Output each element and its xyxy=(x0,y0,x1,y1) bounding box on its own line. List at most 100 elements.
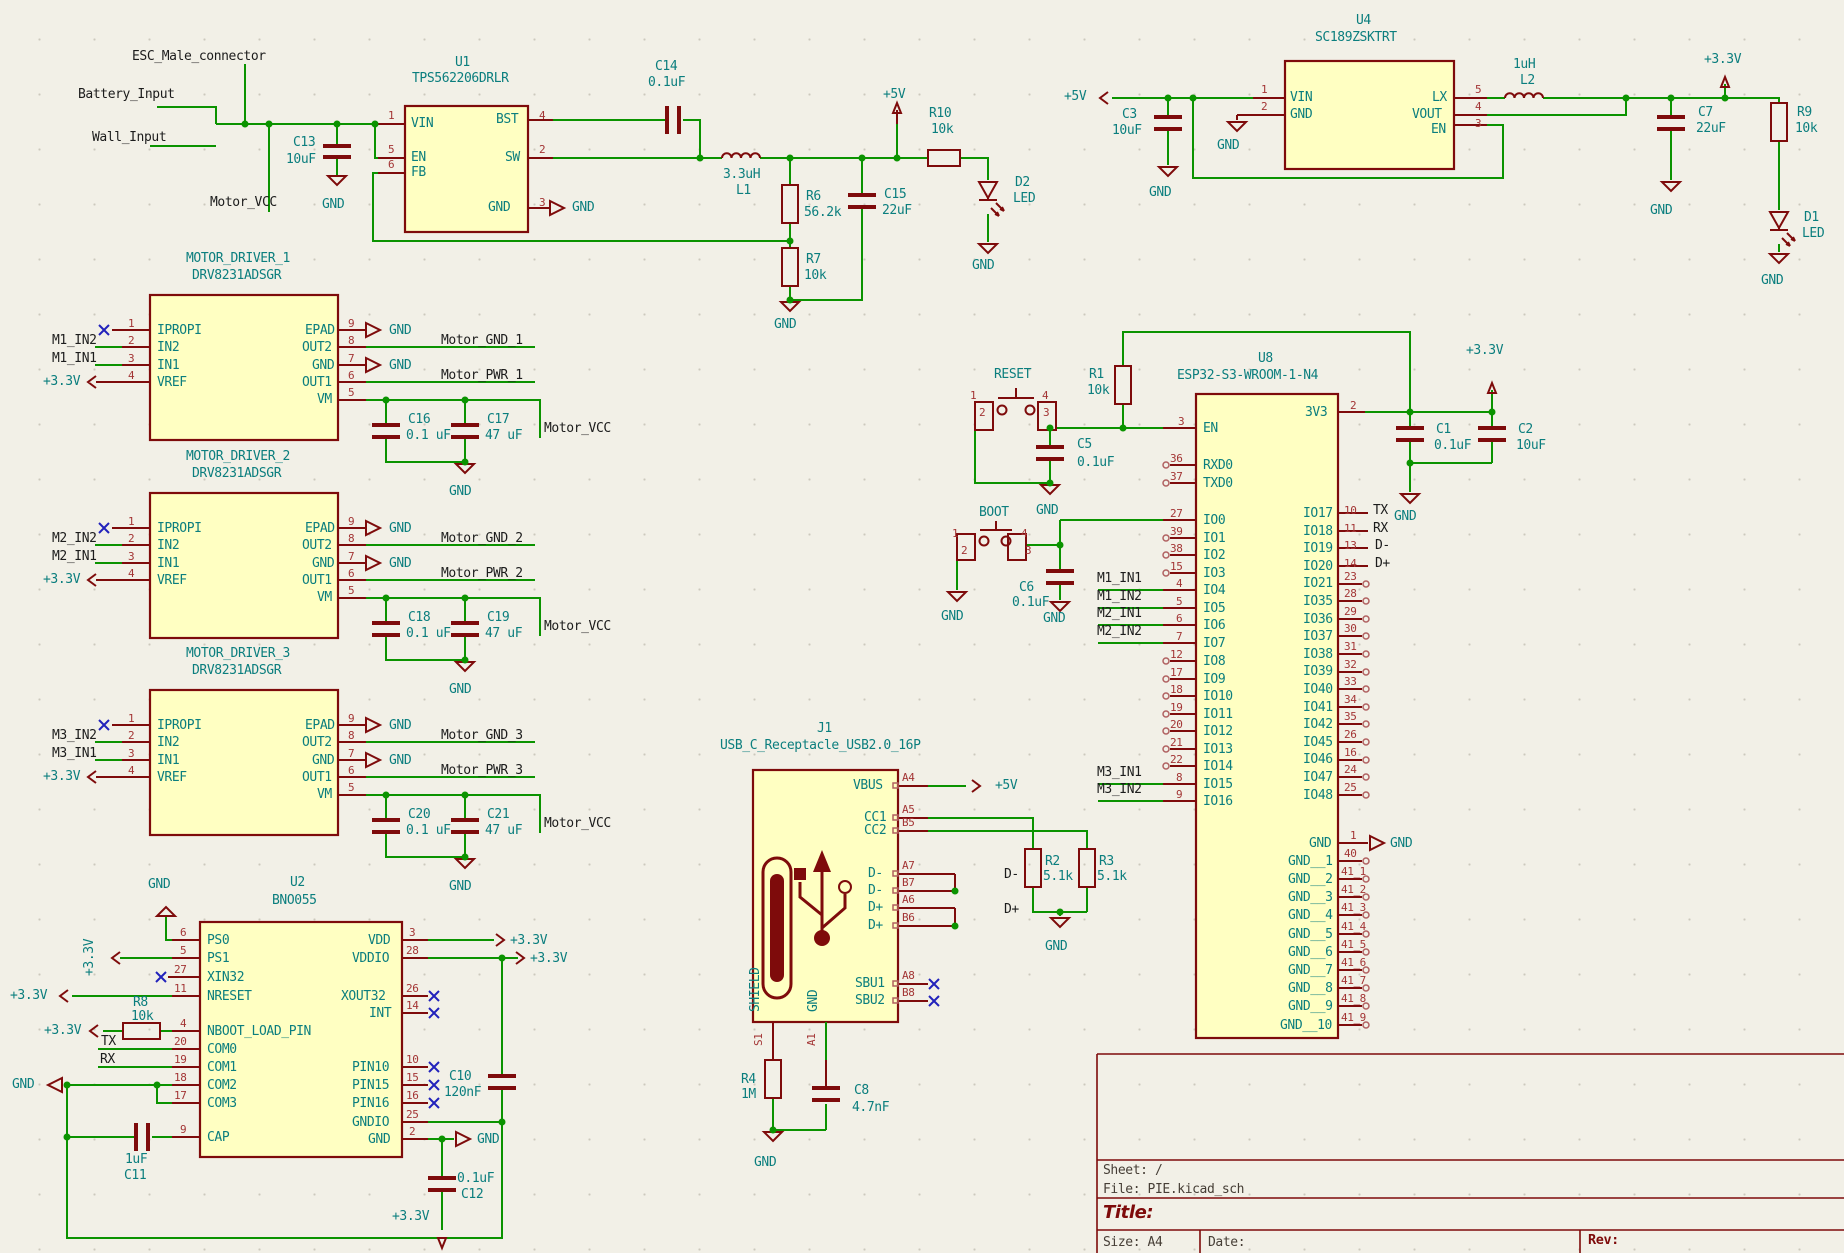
c16-value: 0.1 uF xyxy=(406,428,451,443)
md1-num-6: 6 xyxy=(348,369,355,382)
r7-symbol[interactable] xyxy=(781,247,799,287)
reset-button[interactable] xyxy=(974,388,1057,431)
u8-numr-13: 13 xyxy=(1344,539,1357,552)
c6-ref: C6 xyxy=(1019,580,1034,595)
u8-pin-io10: IO10 xyxy=(1203,689,1233,704)
md3-pin-ipropi: IPROPI xyxy=(157,718,202,733)
u8-pin-io6: IO6 xyxy=(1203,618,1226,633)
l1-symbol[interactable] xyxy=(721,152,761,159)
c15-symbol[interactable] xyxy=(848,193,876,209)
c17-symbol[interactable] xyxy=(451,423,479,439)
l2-symbol[interactable] xyxy=(1504,92,1544,99)
c11-symbol[interactable] xyxy=(134,1123,150,1151)
r4-symbol[interactable] xyxy=(764,1059,782,1099)
u2-body[interactable] xyxy=(198,920,404,1159)
c14-symbol[interactable] xyxy=(665,106,681,134)
c20-symbol[interactable] xyxy=(372,818,400,834)
c16-symbol[interactable] xyxy=(372,423,400,439)
d2-symbol[interactable] xyxy=(977,181,1005,217)
c21-symbol[interactable] xyxy=(451,818,479,834)
u2-pin-xin32: XIN32 xyxy=(207,970,245,985)
r8-symbol[interactable] xyxy=(122,1022,161,1040)
u4-value: SC189ZSKTRT xyxy=(1315,30,1397,45)
r10-symbol[interactable] xyxy=(927,149,961,167)
md2-motor-vcc: Motor_VCC xyxy=(544,619,611,634)
u1-body[interactable] xyxy=(403,104,530,234)
md2-m2in1: M2_IN1 xyxy=(52,549,97,564)
md1-pin-out1: OUT1 xyxy=(302,375,332,390)
r7-ref: R7 xyxy=(806,252,821,267)
c12-symbol[interactable] xyxy=(428,1176,456,1192)
u8-pin-io14: IO14 xyxy=(1203,759,1233,774)
u4-pin-gnd: GND xyxy=(1290,107,1313,122)
u2-pin-gnd: GND xyxy=(368,1132,391,1147)
c10-value: 120nF xyxy=(444,1085,482,1100)
d1-gnd-symbol xyxy=(1767,253,1791,265)
c11-ref: C11 xyxy=(124,1168,147,1183)
u8-numr-31: 31 xyxy=(1344,640,1357,653)
md1-pin-vref: VREF xyxy=(157,375,187,390)
tb-title: Title: xyxy=(1103,1202,1154,1223)
c10-symbol[interactable] xyxy=(488,1074,516,1090)
md2-value: DRV8231ADSGR xyxy=(192,466,282,481)
md3-gnd-7: GND xyxy=(389,753,412,768)
c18-symbol[interactable] xyxy=(372,621,400,637)
c5-symbol[interactable] xyxy=(1036,445,1064,461)
boot-button[interactable] xyxy=(956,521,1027,561)
u8-body[interactable] xyxy=(1194,392,1340,1040)
c1-symbol[interactable] xyxy=(1396,426,1424,442)
r1-symbol[interactable] xyxy=(1114,365,1132,405)
reset-label: RESET xyxy=(994,367,1032,382)
md1-num-8: 8 xyxy=(348,334,355,347)
r6-symbol[interactable] xyxy=(781,184,799,224)
r3-symbol[interactable] xyxy=(1078,848,1096,888)
u2-pin-vddio: VDDIO xyxy=(352,951,390,966)
u1-gnd-flag: GND xyxy=(572,200,595,215)
md3-pin-gnd: GND xyxy=(312,753,335,768)
c8-symbol[interactable] xyxy=(812,1086,840,1102)
u8-pin-io3: IO3 xyxy=(1203,566,1226,581)
motor-driver-1-body[interactable] xyxy=(148,293,340,442)
c13-symbol[interactable] xyxy=(323,144,351,159)
j1-pin-dm-a: D- xyxy=(868,866,883,881)
md1-pin-vm: VM xyxy=(317,392,332,407)
c6-symbol[interactable] xyxy=(1046,569,1074,585)
c19-symbol[interactable] xyxy=(451,621,479,637)
u8-numl-20: 20 xyxy=(1170,718,1183,731)
c3-symbol[interactable] xyxy=(1154,115,1182,131)
r2-symbol[interactable] xyxy=(1024,848,1042,888)
md3-cap-gnd: GND xyxy=(449,879,472,894)
u2-gnd-pin2: GND xyxy=(477,1132,500,1147)
c6-gnd-symbol xyxy=(1048,601,1072,613)
r9-symbol[interactable] xyxy=(1770,102,1788,142)
c2-symbol[interactable] xyxy=(1478,426,1506,442)
c7-symbol[interactable] xyxy=(1657,115,1685,131)
u8-pin-io13: IO13 xyxy=(1203,742,1233,757)
u8-numr-23: 23 xyxy=(1344,570,1357,583)
md1-pin-gnd: GND xyxy=(312,358,335,373)
md2-pin-gnd: GND xyxy=(312,556,335,571)
u8-pin-txd0: TXD0 xyxy=(1203,476,1233,491)
motor-driver-2-pins xyxy=(86,519,383,599)
u2-pin-cap: CAP xyxy=(207,1130,230,1145)
wires-u2 xyxy=(65,916,518,1239)
u8-numl-36: 36 xyxy=(1170,452,1183,465)
u8-num-1: 1 xyxy=(1350,829,1357,842)
motor-driver-3-body[interactable] xyxy=(148,688,340,837)
c8-ref: C8 xyxy=(854,1083,869,1098)
r7-value: 10k xyxy=(804,268,827,283)
u2-num-11: 11 xyxy=(174,982,187,995)
motor-driver-2-body[interactable] xyxy=(148,491,340,640)
plus33v-u4: +3.3V xyxy=(1704,52,1742,67)
u2-pin-com0: COM0 xyxy=(207,1042,237,1057)
d1-symbol[interactable] xyxy=(1768,211,1796,247)
u8-pin-io0: IO0 xyxy=(1203,513,1226,528)
u8-numl-9: 9 xyxy=(1176,788,1183,801)
j1-dm-net: D- xyxy=(1004,867,1019,882)
j1-ref: J1 xyxy=(817,721,832,736)
u4-body[interactable] xyxy=(1283,59,1456,171)
c2-value: 10uF xyxy=(1516,438,1546,453)
u8-pin-gnd9: GND__9 xyxy=(1288,999,1333,1014)
u2-33v-c12: +3.3V xyxy=(392,1209,430,1224)
c15-value: 22uF xyxy=(882,203,912,218)
